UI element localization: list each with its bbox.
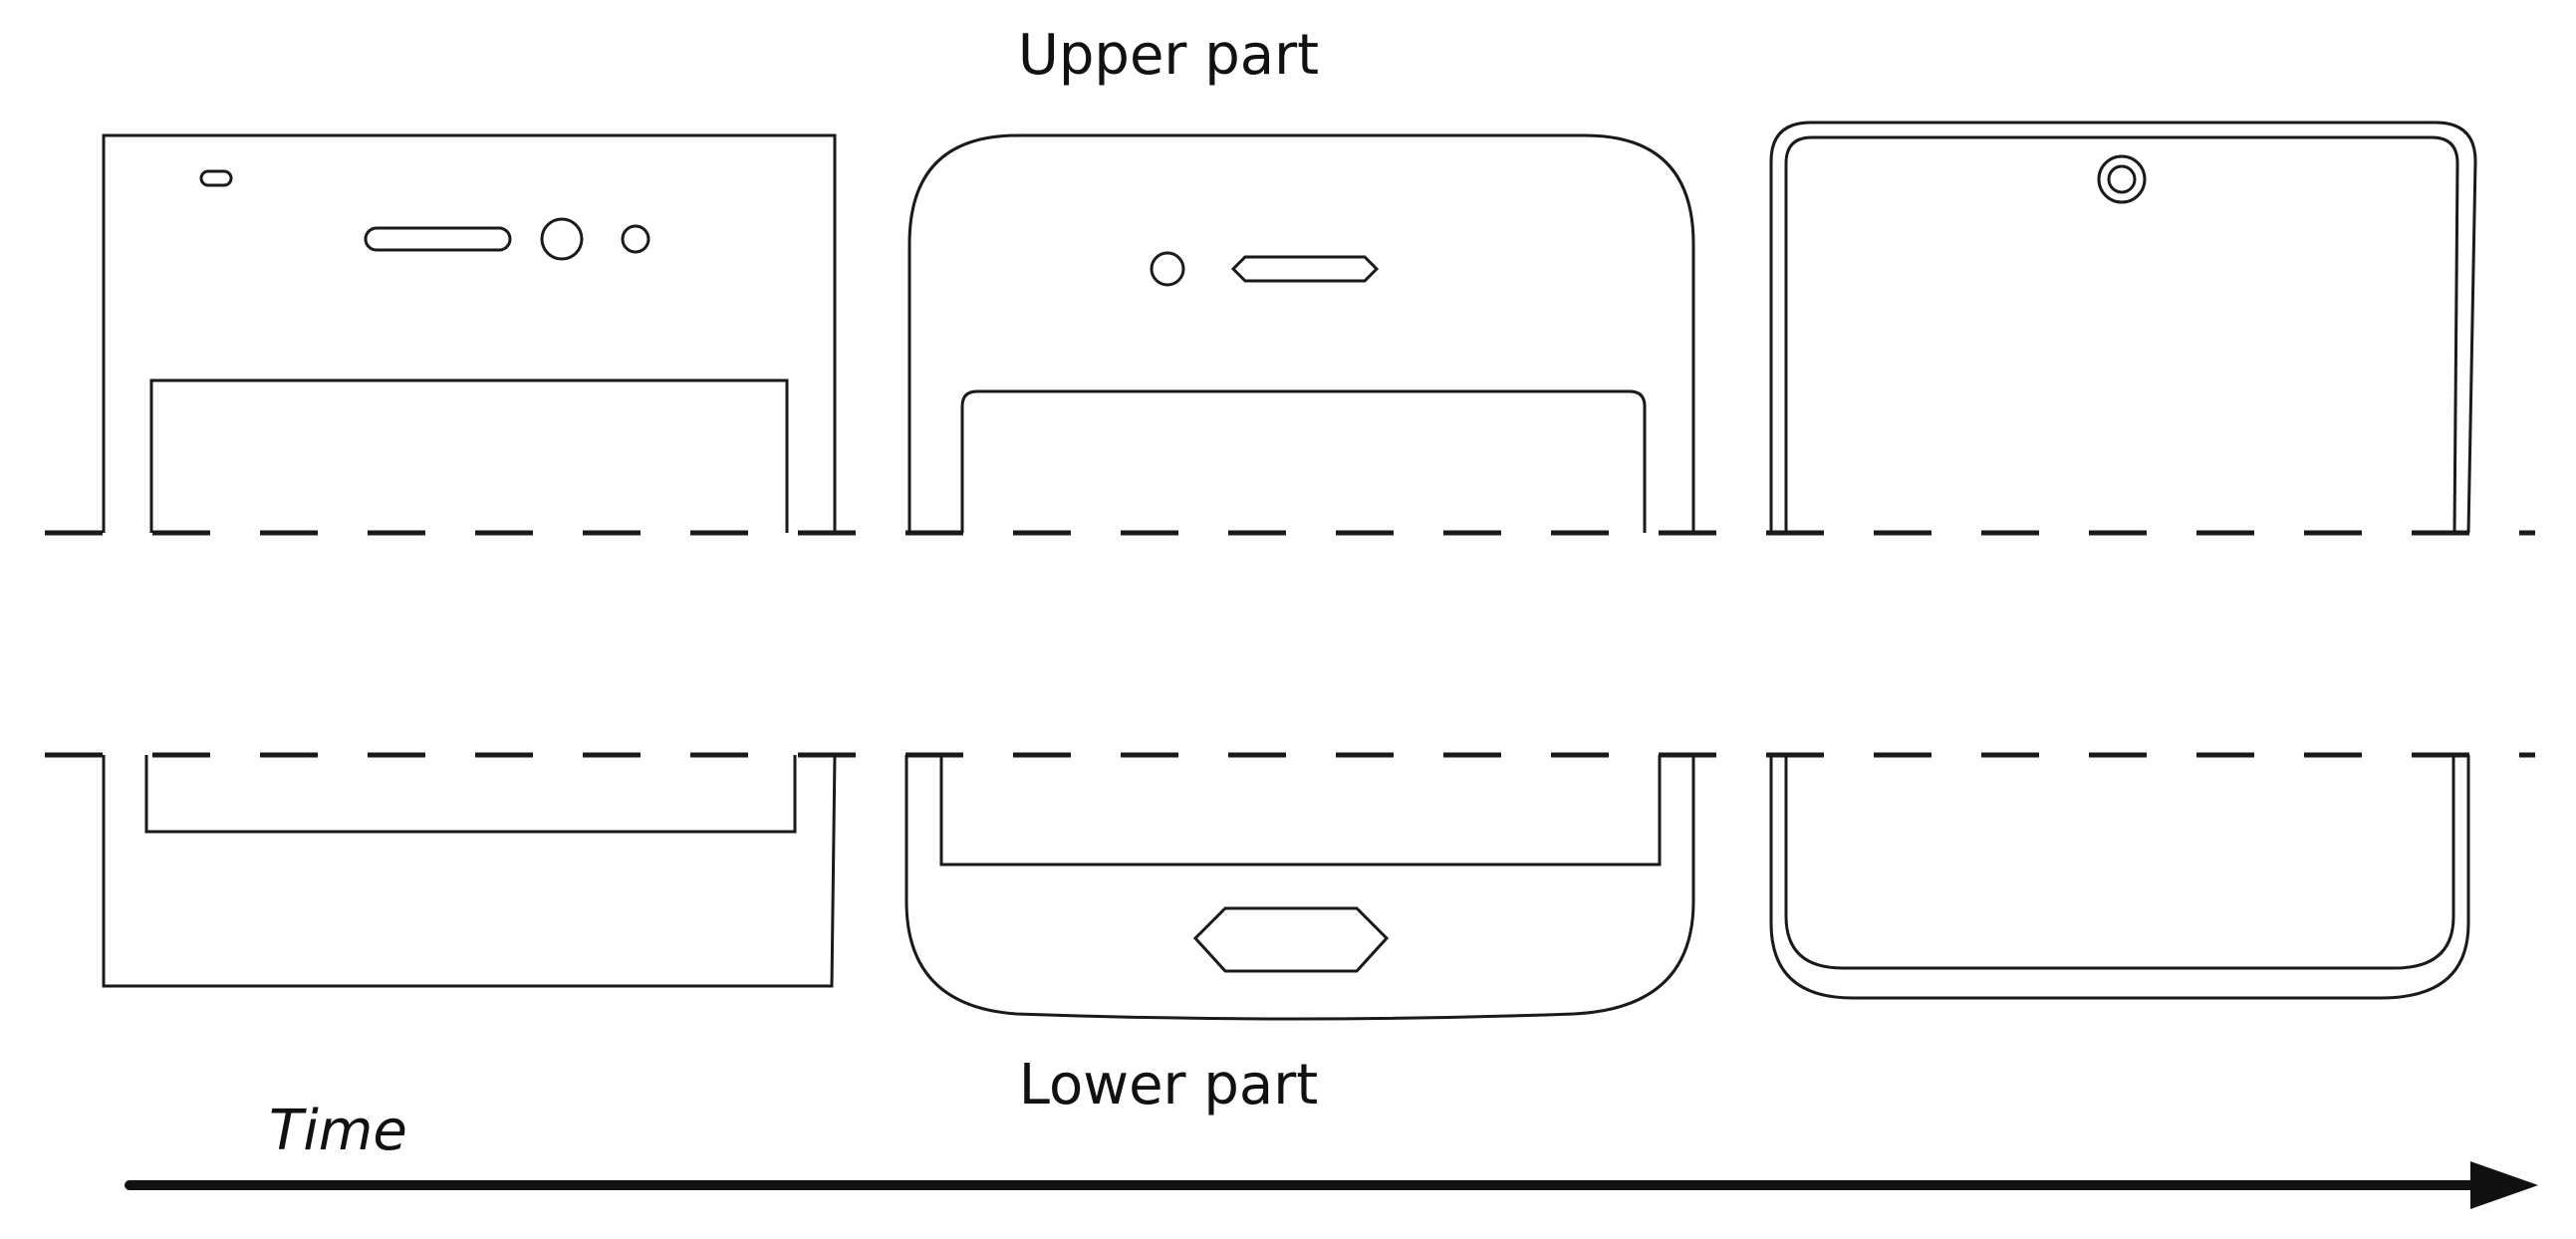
phone-2-home-button-era	[904, 133, 1695, 1021]
time-axis-label: Time	[269, 1099, 407, 1163]
phone-1-speaker-icon	[364, 226, 512, 252]
phone-2-home-button-icon	[1192, 906, 1390, 973]
phone-1-proximity-icon	[621, 224, 650, 254]
phone-1-early	[102, 133, 837, 988]
phone-1-lower-screen	[144, 755, 797, 834]
phone-1-upper-screen	[149, 378, 789, 533]
time-arrow-head-icon	[2470, 1161, 2538, 1209]
phone-2-lower-body	[904, 755, 1695, 1021]
phone-1-upper-body	[102, 133, 837, 533]
phone-2-speaker-icon	[1230, 255, 1380, 283]
phone-3-full-screen-era	[1769, 121, 2477, 1000]
phone-3-punch-hole-camera-outer-icon	[2097, 154, 2147, 204]
phone-1-camera-icon	[540, 217, 584, 261]
phone-3-upper-screen-inner	[1784, 135, 2459, 534]
phone-3-upper-body-outer	[1769, 121, 2477, 534]
phone-3-lower-screen-inner	[1784, 755, 2455, 970]
phone-2-camera-icon	[1150, 251, 1185, 287]
phone-1-lower-body	[102, 754, 837, 988]
phone-2-upper-body	[907, 133, 1695, 533]
phone-2-upper-screen	[960, 389, 1647, 533]
lower-part-label: Lower part	[1018, 1053, 1319, 1117]
phone-1-sensor-icon	[199, 169, 233, 187]
phone-3-lower-body-outer	[1769, 755, 2470, 1000]
phone-2-lower-screen	[939, 755, 1662, 867]
phone-3-punch-hole-camera-inner-icon	[2107, 164, 2137, 194]
upper-part-label: Upper part	[1017, 23, 1320, 88]
